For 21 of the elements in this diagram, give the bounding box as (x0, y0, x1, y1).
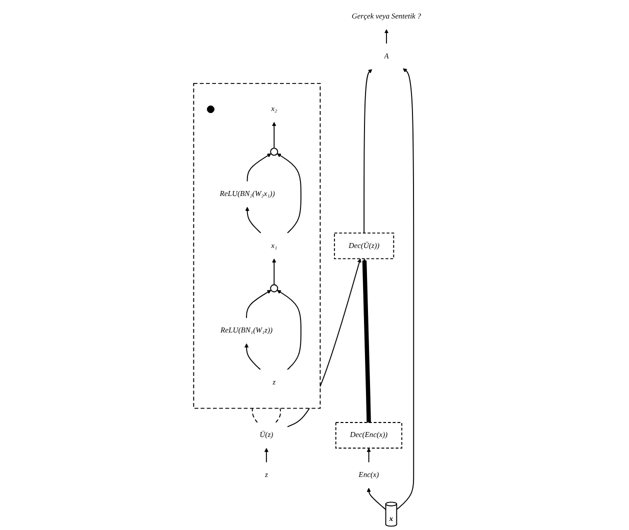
arrow (272, 122, 276, 149)
arrow (276, 153, 302, 234)
connector (275, 408, 282, 423)
arrow (245, 206, 262, 234)
arrow (246, 290, 272, 318)
arrow (366, 488, 386, 510)
arrow (246, 153, 272, 182)
arrow (364, 69, 372, 234)
connector (252, 408, 258, 423)
arrow (244, 343, 261, 370)
cluster (193, 82, 321, 409)
arrow (362, 258, 371, 424)
arrow (396, 68, 414, 510)
node-circle (270, 148, 278, 156)
arrow (272, 258, 276, 286)
arrow (366, 448, 371, 463)
node-circle (270, 284, 278, 292)
arrow (264, 448, 268, 463)
arrow (276, 290, 302, 370)
arrow (384, 29, 389, 44)
node-dots (206, 106, 214, 114)
